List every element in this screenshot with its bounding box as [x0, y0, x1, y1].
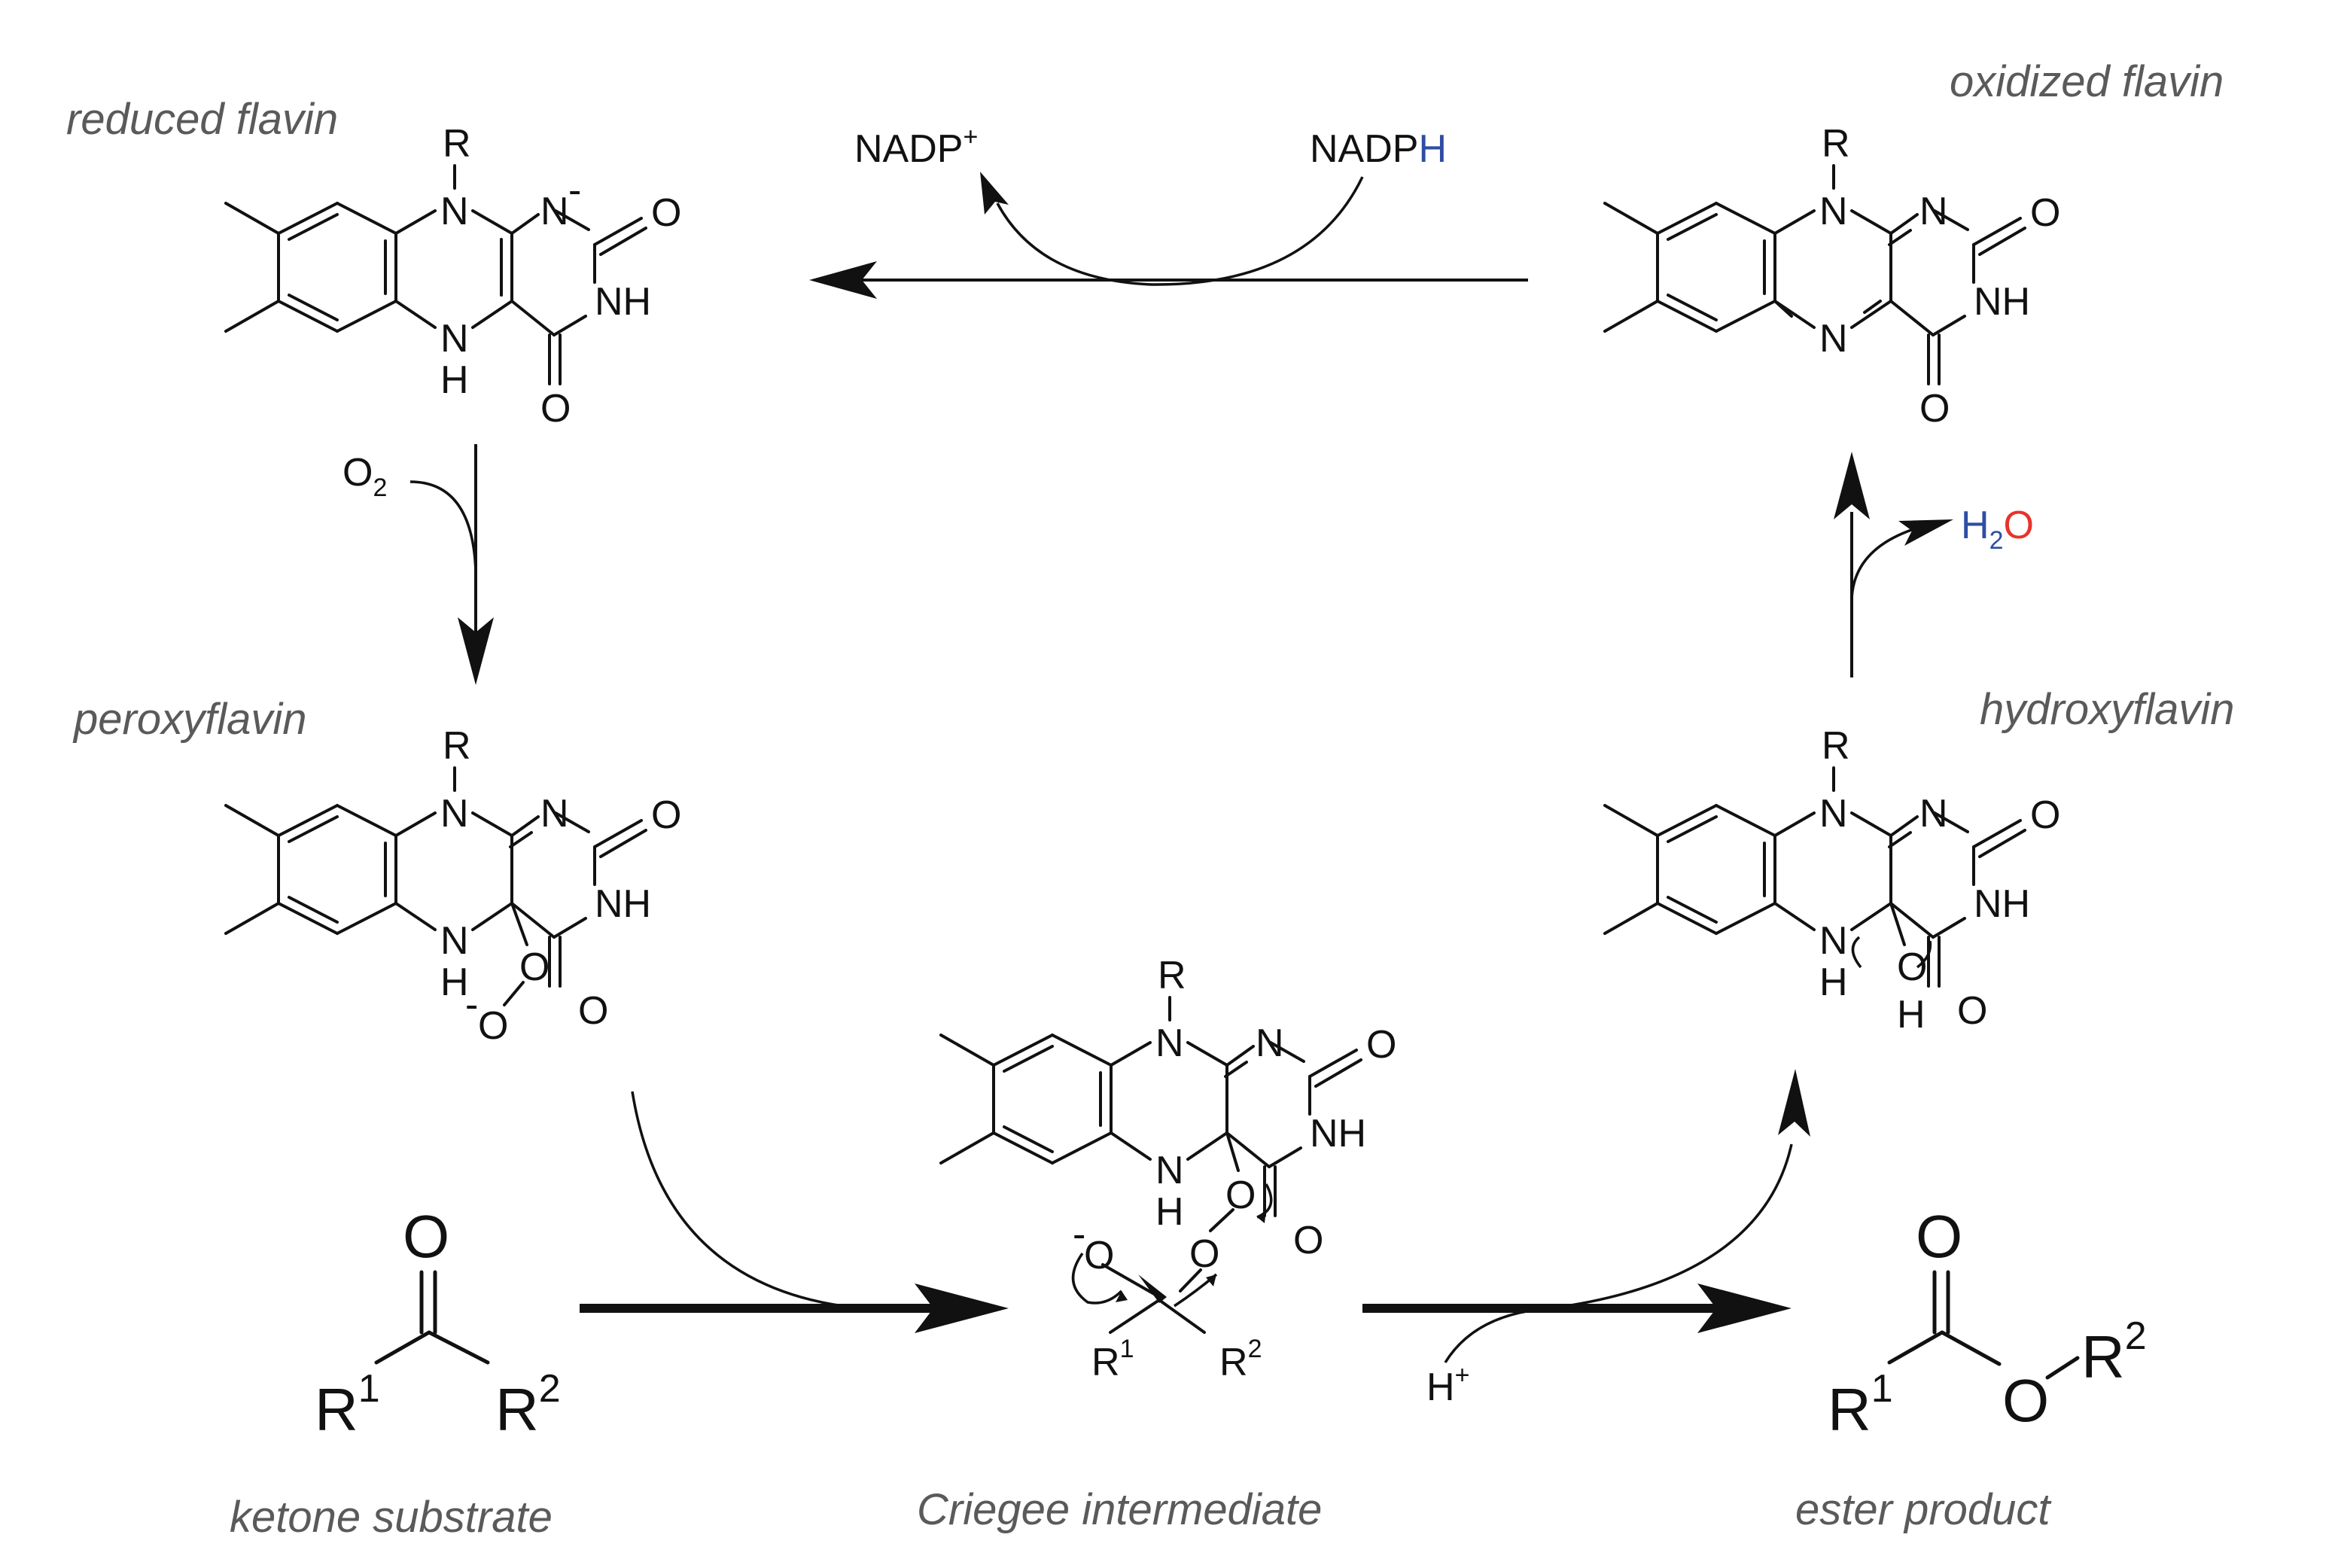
h2o-label: H2O	[1961, 504, 2034, 555]
n1-atom: N	[1256, 1021, 1284, 1065]
o2-atom: O	[2030, 191, 2060, 235]
rearrangement-arrow	[1362, 1069, 1810, 1363]
alkoxide-charge: -	[1073, 1213, 1085, 1256]
ester-r2-label: R2	[2081, 1314, 2147, 1390]
o2-label: O2	[342, 451, 387, 502]
n10-atom: N	[1155, 1021, 1184, 1065]
caption-ester-product: ester product	[1795, 1485, 2052, 1534]
criegee-r1-label: R1	[1091, 1335, 1134, 1384]
peroxy-o-distal: O	[1189, 1232, 1219, 1276]
hydroxy-h: H	[1897, 993, 1926, 1037]
ketone-substrate-structure: O R1 R2	[315, 1203, 561, 1443]
r-group-label: R	[443, 122, 471, 166]
n5-atom: N	[440, 919, 469, 963]
caption-peroxyflavin: peroxyflavin	[72, 695, 306, 744]
r-group-label: R	[1158, 954, 1186, 997]
n10-atom: N	[440, 792, 469, 836]
ketone-r1-label: R1	[315, 1367, 380, 1443]
reduction-arrow	[809, 172, 1528, 299]
nadp-plus-label: NADP+	[854, 123, 978, 171]
n3h-atom: NH	[1310, 1112, 1366, 1155]
o2-atom: O	[651, 191, 681, 235]
oxygenation-arrow	[409, 444, 494, 685]
n5-hydrogen: H	[1155, 1190, 1184, 1234]
criegee-formation-arrow	[580, 1091, 1009, 1333]
ketone-o-atom: O	[403, 1203, 449, 1270]
o4-atom: O	[1293, 1219, 1323, 1262]
r-group-label: R	[1822, 724, 1850, 768]
caption-hydroxyflavin: hydroxyflavin	[1980, 685, 2234, 734]
o4-atom: O	[1957, 989, 1987, 1033]
caption-oxidized-flavin: oxidized flavin	[1950, 57, 2224, 106]
n3h-atom: NH	[1974, 280, 2030, 324]
alkoxide-o: O	[1084, 1234, 1114, 1277]
r-group-label: R	[1822, 122, 1850, 166]
ester-r1-label: R1	[1828, 1367, 1893, 1443]
n3h-atom: NH	[595, 280, 651, 324]
o2-atom: O	[2030, 793, 2060, 837]
n5-atom: N	[1819, 919, 1848, 963]
oxidized-flavin-structure: N R N O NH N O	[1603, 122, 2060, 431]
peroxyflavin-structure: N R N O NH N H O O O -	[224, 724, 681, 1048]
peroxy-charge: -	[465, 983, 478, 1027]
hydroxy-o: O	[1897, 945, 1927, 989]
n1-charge: -	[568, 169, 581, 212]
n5-atom: N	[1819, 317, 1848, 361]
criegee-intermediate-structure: N R N O NH N H O O O O - R1 R2	[939, 954, 1396, 1384]
h-plus-label: H+	[1426, 1361, 1469, 1409]
dehydration-arrow	[1834, 452, 1953, 677]
hydroxyflavin-structure: N R N O NH N H O H O	[1603, 724, 2060, 1037]
o4-atom: O	[540, 387, 571, 431]
n1-atom: N	[1919, 792, 1948, 836]
o2-atom: O	[1366, 1023, 1396, 1067]
n10-atom: N	[1819, 792, 1848, 836]
n5-hydrogen: H	[440, 358, 469, 402]
caption-ketone-substrate: ketone substrate	[230, 1493, 553, 1542]
caption-reduced-flavin: reduced flavin	[66, 95, 338, 144]
n3h-atom: NH	[1974, 882, 2030, 926]
peroxy-o-proximal: O	[519, 945, 549, 989]
caption-criegee-intermediate: Criegee intermediate	[917, 1485, 1322, 1534]
nadph-label: NADPH	[1310, 127, 1447, 171]
n5-hydrogen: H	[440, 961, 469, 1004]
criegee-r2-label: R2	[1219, 1335, 1262, 1384]
peroxy-o-proximal: O	[1225, 1174, 1256, 1217]
n10-atom: N	[440, 190, 469, 233]
n1-atom: N	[540, 190, 569, 233]
n10-atom: N	[1819, 190, 1848, 233]
ketone-r2-label: R2	[495, 1367, 561, 1443]
n5-atom: N	[1155, 1149, 1184, 1192]
n1-atom: N	[540, 792, 569, 836]
ester-bridge-o: O	[2002, 1367, 2049, 1434]
peroxy-o-distal: O	[478, 1004, 508, 1048]
ester-carbonyl-o: O	[1916, 1203, 1962, 1270]
n5-atom: N	[440, 317, 469, 361]
reduced-flavin-structure: N R N - O NH N H O	[224, 122, 681, 431]
n5-hydrogen: H	[1819, 961, 1848, 1004]
n3h-atom: NH	[595, 882, 651, 926]
o4-atom: O	[578, 989, 608, 1033]
r-group-label: R	[443, 724, 471, 768]
o2-atom: O	[651, 793, 681, 837]
ester-product-structure: O O R1 R2	[1828, 1203, 2147, 1443]
o4-atom: O	[1919, 387, 1950, 431]
n1-atom: N	[1919, 190, 1948, 233]
